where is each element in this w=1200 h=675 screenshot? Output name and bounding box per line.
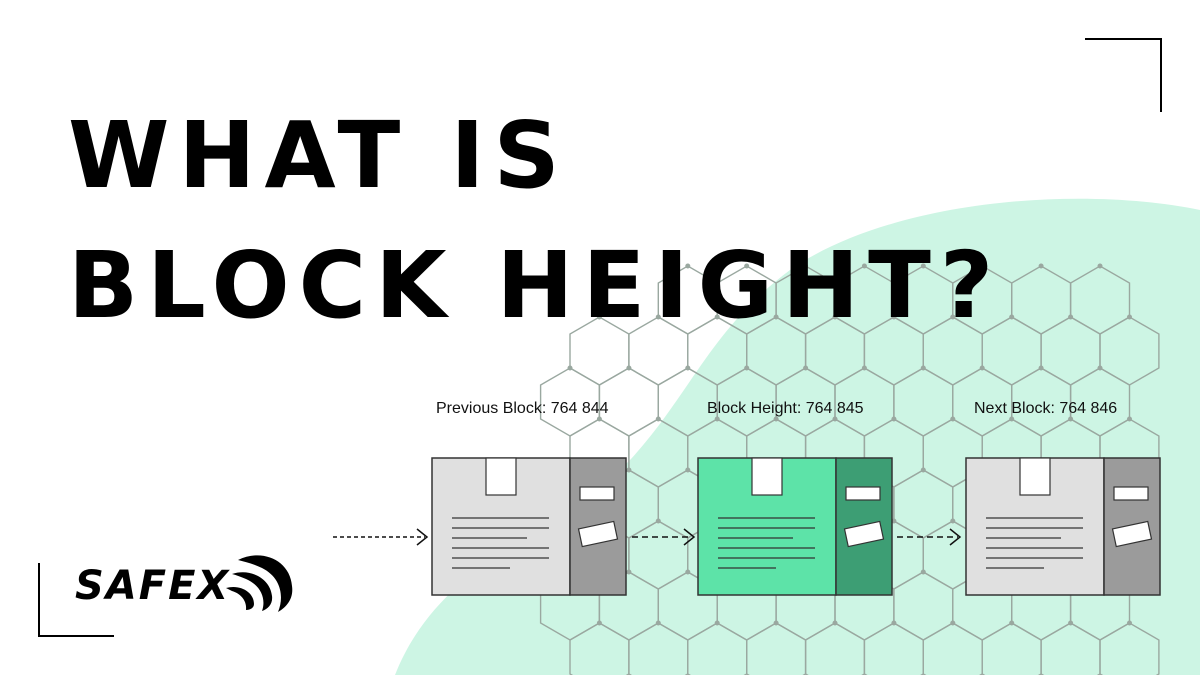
- corner-bracket-top-right: [1085, 38, 1162, 112]
- hexagon-node: [1127, 416, 1132, 422]
- hexagon-node: [596, 314, 602, 320]
- hexagon-node: [714, 620, 720, 626]
- hexagon-node: [832, 416, 838, 422]
- block-tab: [1019, 457, 1051, 496]
- block-side-label: [1113, 486, 1149, 501]
- hexagon-node: [920, 365, 926, 371]
- hexagon-node: [1127, 620, 1132, 626]
- hexagon-node: [803, 365, 809, 371]
- hexagon-node: [685, 569, 691, 575]
- hexagon-node: [773, 620, 779, 626]
- hexagon-node: [920, 569, 926, 575]
- block-tab: [751, 457, 783, 496]
- hexagon-node: [891, 314, 897, 320]
- hexagon-node: [950, 620, 956, 626]
- hexagon-node: [832, 314, 838, 320]
- hexagon-node: [714, 314, 720, 320]
- hexagon-node: [626, 365, 632, 371]
- hexagon-node: [1038, 365, 1044, 371]
- hexagon-node: [567, 365, 573, 371]
- hexagon-node: [1097, 365, 1103, 371]
- hexagon-node: [685, 365, 691, 371]
- arrow-into-previous: [333, 528, 429, 546]
- hexagon-node: [950, 518, 956, 524]
- previous-block-label: Previous Block: 764 844: [436, 400, 609, 417]
- hexagon-node: [950, 314, 956, 320]
- hexagon-node: [920, 467, 926, 473]
- hexagon-node: [714, 416, 720, 422]
- corner-bracket-bottom-left: [38, 563, 114, 637]
- hexagon-node: [1038, 263, 1044, 269]
- safex-logo-swoosh-icon: [226, 555, 293, 612]
- hexagon-node: [685, 467, 691, 473]
- hexagon-node: [1068, 314, 1074, 320]
- block-side-sticker: [577, 520, 619, 548]
- current-block-label: Block Height: 764 845: [707, 400, 864, 417]
- hexagon-node: [1068, 416, 1074, 422]
- hexagon-node: [773, 314, 779, 320]
- hexagon-node: [803, 263, 809, 269]
- hexagon-node: [626, 467, 632, 473]
- hexagon-node: [979, 365, 985, 371]
- hexagon-node: [685, 263, 691, 269]
- hexagon-node: [891, 416, 897, 422]
- hexagon-node: [1097, 263, 1103, 269]
- hexagon-node: [744, 263, 750, 269]
- title-line-1: WHAT IS: [68, 102, 569, 209]
- block-next: [965, 457, 1161, 596]
- arrow-current-to-next: [897, 528, 962, 546]
- next-block-label: Next Block: 764 846: [974, 400, 1118, 417]
- block-current: [697, 457, 893, 596]
- hexagon-node: [655, 416, 661, 422]
- hexagon-node: [920, 263, 926, 269]
- block-side-label: [579, 486, 615, 501]
- block-side-sticker: [843, 520, 885, 548]
- hexagon-node: [891, 620, 897, 626]
- hexagon-node: [744, 365, 750, 371]
- block-side-panel: [569, 457, 627, 596]
- hexagon-node: [979, 263, 985, 269]
- hexagon-node: [1009, 416, 1015, 422]
- hexagon-node: [1068, 620, 1074, 626]
- hexagon-node: [832, 620, 838, 626]
- hexagon-node: [861, 365, 867, 371]
- block-side-sticker: [1111, 520, 1153, 548]
- title-line-2: BLOCK HEIGHT?: [68, 232, 1003, 339]
- hexagon-node: [655, 518, 661, 524]
- hexagon-node: [773, 416, 779, 422]
- hexagon-node: [626, 569, 632, 575]
- hexagon-node: [655, 620, 661, 626]
- hexagon-node: [596, 620, 602, 626]
- block-previous: [431, 457, 627, 596]
- block-side-label: [845, 486, 881, 501]
- hexagon-node: [596, 416, 602, 422]
- hexagon-node: [861, 263, 867, 269]
- arrow-previous-to-current: [632, 528, 696, 546]
- hexagon-node: [1127, 314, 1132, 320]
- hexagon-node: [1009, 314, 1015, 320]
- hexagon-node: [655, 314, 661, 320]
- hexagon-node: [950, 416, 956, 422]
- block-tab: [485, 457, 517, 496]
- hexagon-node: [1009, 620, 1015, 626]
- safex-logo-text: SAFEX: [75, 563, 231, 609]
